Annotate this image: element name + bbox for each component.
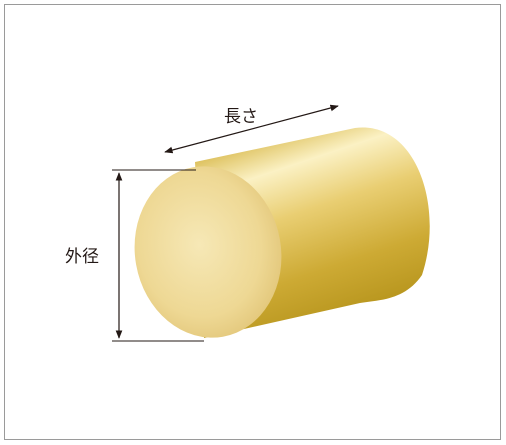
length-label: 長さ <box>224 107 258 127</box>
length-arrow <box>164 104 339 154</box>
diameter-label: 外径 <box>65 247 99 267</box>
cylinder-front-face <box>134 166 282 338</box>
